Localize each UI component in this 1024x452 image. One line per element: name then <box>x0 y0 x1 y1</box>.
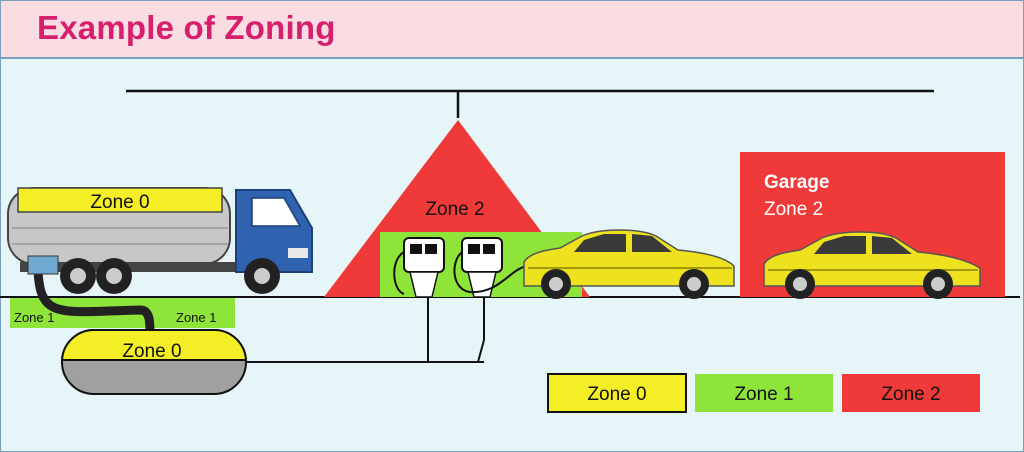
ground-zone1-left-label: Zone 1 <box>14 310 54 325</box>
legend-item-zone2: Zone 2 <box>842 374 980 412</box>
car-at-pump <box>523 229 735 299</box>
underground-tank <box>60 328 248 395</box>
fuel-pump-left <box>393 237 445 298</box>
truck-zone0-band <box>17 187 223 213</box>
tanker-truck <box>7 187 313 294</box>
car-in-garage <box>763 231 981 299</box>
tank-zone-label: Zone 0 <box>122 341 181 362</box>
header-bar: Example of Zoning <box>1 1 1023 59</box>
legend-item-zone1: Zone 1 <box>695 374 833 412</box>
legend-label-zone0: Zone 0 <box>587 384 646 405</box>
ground-zone1-right-label: Zone 1 <box>176 310 216 325</box>
pump-zone-label: Zone 2 <box>425 199 484 220</box>
diagram-title: Example of Zoning <box>37 9 336 46</box>
fuel-pump-right <box>453 237 529 298</box>
garage-label: Garage <box>764 172 829 193</box>
truck-zone-label: Zone 0 <box>90 192 149 213</box>
legend-label-zone2: Zone 2 <box>881 384 940 405</box>
legend-item-zone0: Zone 0 <box>547 373 687 413</box>
legend-label-zone1: Zone 1 <box>734 384 793 405</box>
delivery-hose <box>33 269 155 335</box>
garage-zone-label: Zone 2 <box>764 199 823 220</box>
legend: Zone 0 Zone 1 Zone 2 <box>547 373 980 413</box>
